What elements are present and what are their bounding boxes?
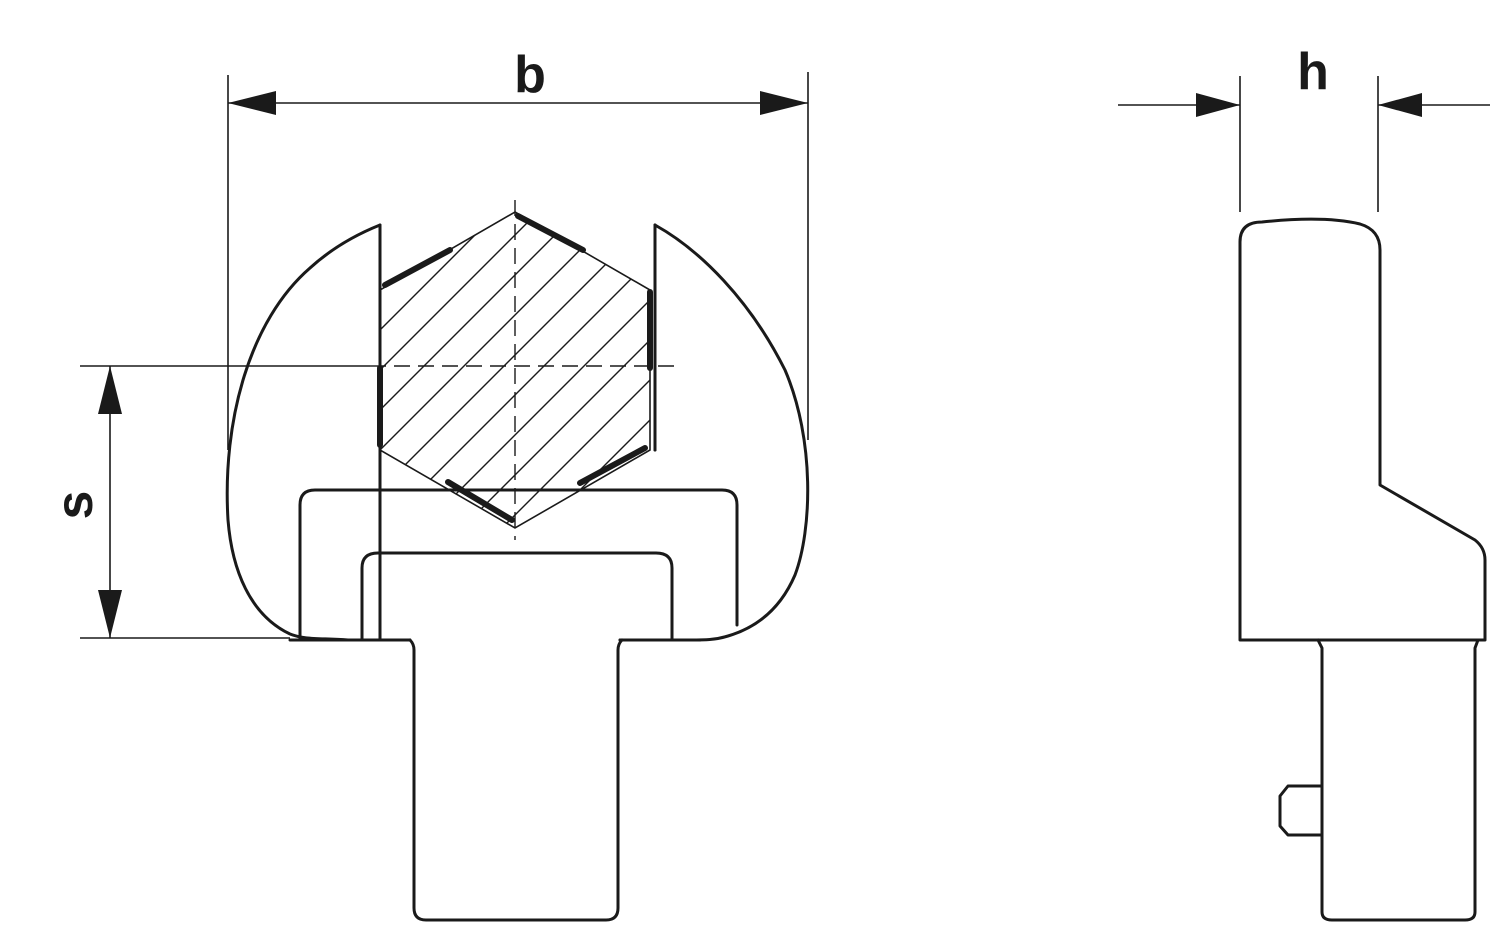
dimension-s: s [46, 365, 370, 639]
square-drive [408, 638, 624, 922]
front-view [225, 200, 810, 922]
recess-inner [360, 551, 674, 642]
hex-hatching [380, 212, 650, 528]
dimension-label-h: h [1297, 43, 1329, 101]
wrench-head-outline [225, 223, 382, 642]
dimension-label-s: s [46, 491, 104, 520]
side-shank [1316, 638, 1480, 922]
dimension-label-b: b [514, 46, 546, 104]
wrench-head-outline-right [618, 223, 810, 642]
side-view [1238, 217, 1487, 922]
hex-contact-marks [377, 213, 653, 523]
side-ball-detent [1278, 784, 1324, 837]
dimension-h: h [1118, 43, 1490, 212]
side-head-outline [1238, 217, 1487, 642]
recess-outer [298, 488, 739, 642]
dimension-b: b [227, 46, 809, 450]
